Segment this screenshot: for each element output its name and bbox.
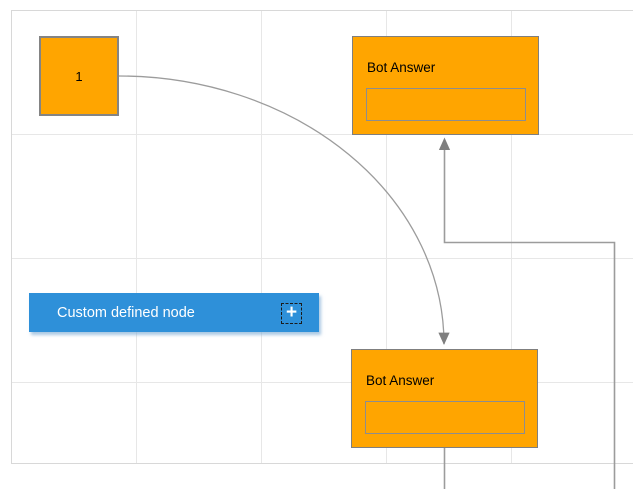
- connector-elbow[interactable]: [443, 149, 616, 489]
- bot-answer-bottom-title: Bot Answer: [366, 373, 435, 388]
- bot-answer-top-field[interactable]: [366, 88, 526, 121]
- node-1-label: 1: [75, 68, 83, 84]
- add-port-button[interactable]: +: [281, 303, 302, 324]
- node-1[interactable]: 1: [39, 36, 119, 116]
- node-bot-answer-top[interactable]: Bot Answer: [352, 36, 539, 135]
- node-custom-defined[interactable]: Custom defined node +: [29, 293, 319, 332]
- connector-curve[interactable]: [118, 75, 445, 345]
- bot-answer-top-title: Bot Answer: [367, 60, 436, 75]
- node-bot-answer-bottom[interactable]: Bot Answer: [351, 349, 538, 448]
- custom-node-label: Custom defined node: [57, 304, 195, 321]
- plus-icon: +: [285, 302, 298, 323]
- bot-answer-bottom-field[interactable]: [365, 401, 525, 434]
